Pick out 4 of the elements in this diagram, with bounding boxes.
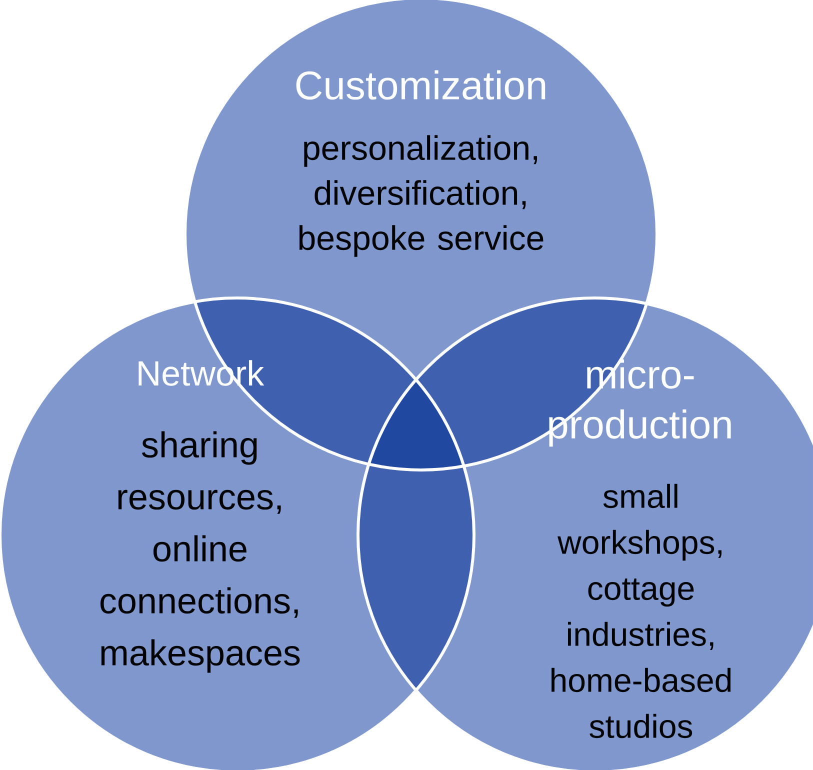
circle-text: small workshops, cottage industries, home-based studios	[552, 484, 731, 738]
circle-text: personalization, diversification, bespoke service	[299, 135, 544, 257]
circle-title: Customization	[296, 70, 546, 100]
circle-text: sharing resources, online connections, makespaces	[100, 431, 300, 673]
